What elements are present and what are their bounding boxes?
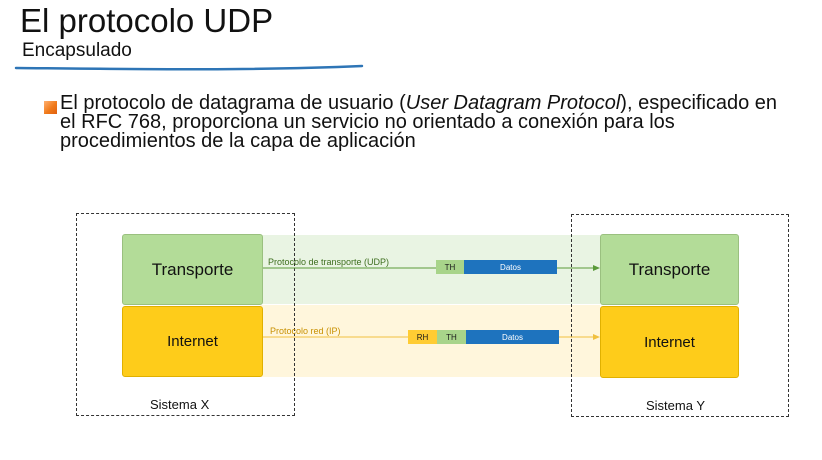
bullet-square-icon	[44, 101, 57, 114]
transport-th-header: TH	[436, 260, 464, 274]
slide-title: El protocolo UDP	[20, 2, 274, 39]
system-y-transport-layer: Transporte	[600, 234, 739, 305]
network-data-segment: Datos	[466, 330, 559, 344]
network-protocol-label: Protocolo red (IP)	[270, 326, 341, 336]
system-y-label: Sistema Y	[646, 398, 706, 413]
system-x-internet-layer: Internet	[122, 306, 263, 377]
slide-subtitle: Encapsulado	[22, 40, 132, 61]
transport-data-segment: Datos	[464, 260, 557, 274]
system-y-internet-layer: Internet	[600, 306, 739, 378]
system-x-frame	[76, 213, 295, 416]
network-rh-header: RH	[408, 330, 437, 344]
system-x-label: Sistema X	[150, 397, 210, 412]
system-x-transport-layer: Transporte	[122, 234, 263, 305]
network-th-header: TH	[437, 330, 466, 344]
system-y-frame	[571, 214, 789, 417]
title-underline	[14, 64, 364, 71]
transport-protocol-label: Protocolo de transporte (UDP)	[268, 257, 390, 267]
bullet-text: El protocolo de datagrama de usuario (Us…	[60, 92, 778, 152]
